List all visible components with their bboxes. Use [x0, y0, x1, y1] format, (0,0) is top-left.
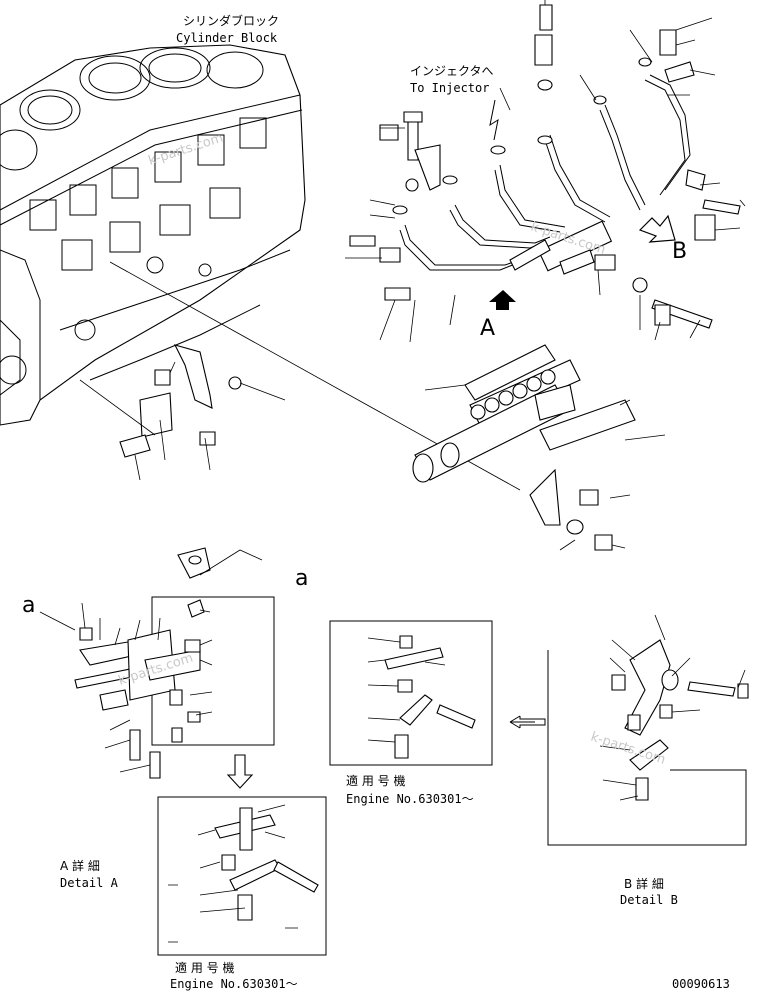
to-injector-label-jp: インジェクタへ	[410, 64, 494, 78]
watermark: k-parts.com	[589, 730, 667, 768]
detail-a: a a	[22, 547, 308, 779]
view-a-arrow	[489, 290, 516, 310]
detail-a-applicable-jp: 適 用 号 機	[175, 960, 234, 975]
detail-b	[547, 614, 749, 846]
mounting-bracket	[119, 344, 242, 458]
cylinder-block-label-en: Cylinder Block	[176, 31, 278, 45]
detail-b-frame	[547, 650, 747, 846]
detail-b-inset-frame	[329, 620, 493, 766]
drawing-number: 00090613	[672, 977, 730, 991]
detail-a-ref-a-upper: a	[295, 566, 308, 591]
block-side-ports	[29, 117, 267, 271]
detail-b-title-jp: B 詳 細	[624, 876, 664, 891]
down-arrow	[226, 754, 254, 789]
detail-a-ref-a-left: a	[22, 593, 35, 618]
detail-b-engine-no: Engine No.630301〜	[346, 792, 474, 806]
detail-a-inset-frame	[157, 796, 327, 956]
detail-a-title-jp: A 詳 細	[60, 858, 100, 873]
view-b-arrow	[638, 214, 676, 243]
cylinder-block	[0, 44, 306, 426]
detail-b-title-en: Detail B	[620, 893, 678, 907]
view-a-marker: A	[480, 316, 495, 341]
left-arrow	[509, 715, 546, 729]
injection-pipes	[399, 74, 691, 275]
detail-b-applicable-jp: 適 用 号 機	[346, 773, 405, 788]
to-injector-label-en: To Injector	[410, 81, 489, 95]
common-rail-assembly	[412, 344, 636, 551]
detail-a-engine-inset	[157, 796, 327, 956]
view-b-marker: B	[672, 239, 687, 264]
detail-a-title-en: Detail A	[60, 876, 119, 890]
detail-b-engine-inset	[329, 620, 493, 766]
line-clamps-and-bolts	[349, 4, 741, 329]
cylinder-block-label-jp: シリンダブロック	[183, 13, 279, 28]
detail-a-engine-no: Engine No.630301〜	[170, 977, 298, 991]
injector-direction-arrow	[489, 99, 499, 141]
